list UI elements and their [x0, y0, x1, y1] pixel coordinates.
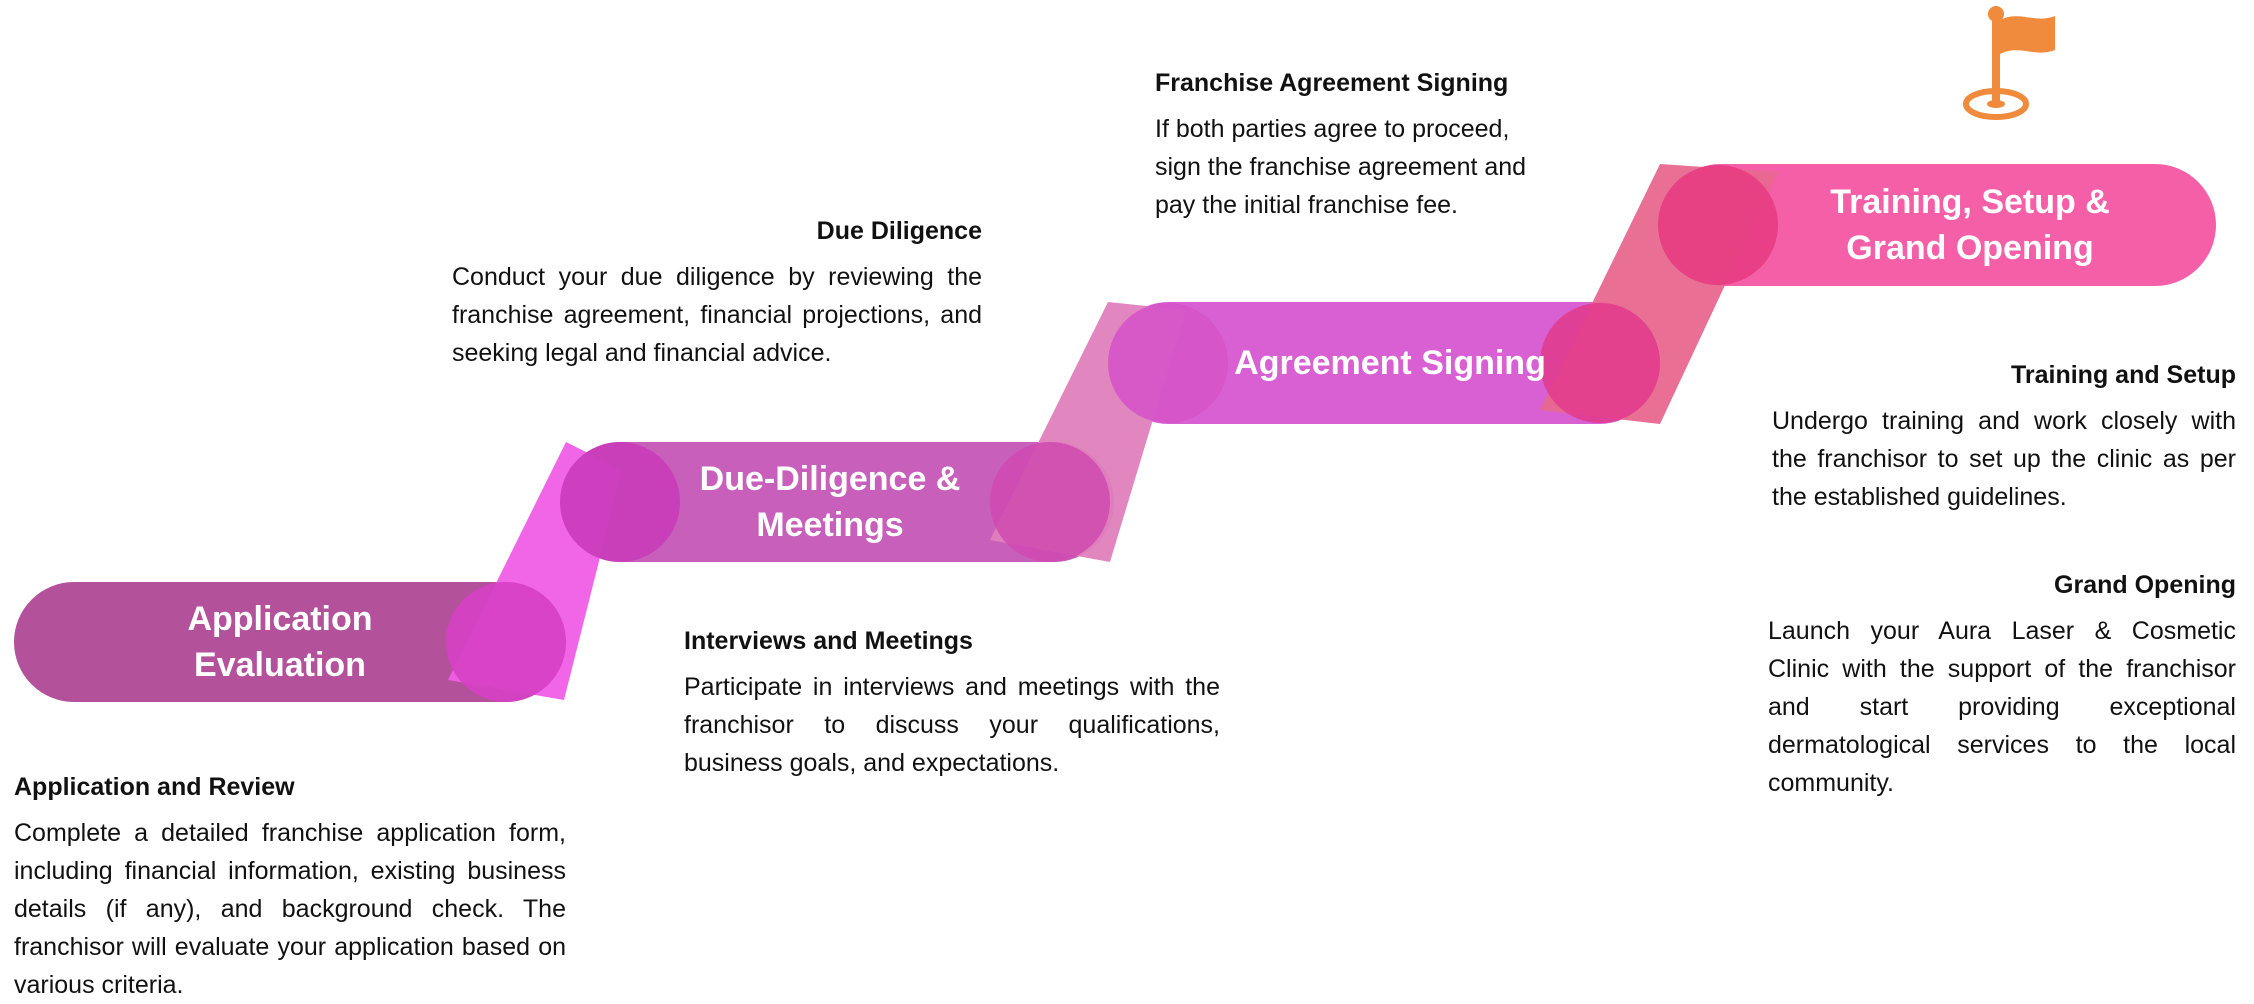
training-setup-heading: Training and Setup	[2010, 361, 2236, 389]
due-diligence-block: Due Diligence Conduct your due diligence…	[452, 214, 982, 372]
flag-icon	[1963, 6, 2055, 120]
step-4-line1: Training, Setup &	[1830, 183, 2110, 221]
grand-opening-block: Grand Opening Launch your Aura Laser & C…	[1768, 568, 2236, 802]
step-3-line1: Agreement Signing	[1234, 344, 1546, 382]
application-review-block: Application and Review Complete a detail…	[14, 770, 566, 1004]
step-1-line2: Evaluation	[194, 646, 366, 684]
node-3	[990, 442, 1110, 562]
interviews-body: Participate in interviews and meetings w…	[684, 673, 1220, 777]
application-review-heading: Application and Review	[14, 773, 295, 801]
step-2-pill	[560, 442, 1114, 562]
application-review-body: Complete a detailed franchise applicatio…	[14, 819, 566, 999]
agreement-signing-body: If both parties agree to proceed, sign t…	[1155, 115, 1527, 219]
training-setup-body: Undergo training and work closely with t…	[1772, 407, 2236, 511]
step-4-label: Training, Setup & Grand Opening	[1760, 164, 2180, 286]
step-1-pill	[14, 582, 566, 702]
due-diligence-heading: Due Diligence	[816, 217, 982, 245]
grand-opening-heading: Grand Opening	[2054, 571, 2236, 599]
node-1	[446, 582, 566, 702]
step-2-line1: Due-Diligence &	[699, 460, 961, 498]
due-diligence-body: Conduct your due diligence by reviewing …	[452, 263, 982, 367]
agreement-signing-heading: Franchise Agreement Signing	[1155, 69, 1509, 97]
step-2-label: Due-Diligence & Meetings	[620, 442, 1040, 562]
step-4-line2: Grand Opening	[1846, 229, 2094, 267]
node-4	[1108, 303, 1228, 423]
step-1-line1: Application	[187, 600, 373, 638]
step-3-label: Agreement Signing	[1200, 302, 1580, 424]
training-setup-block: Training and Setup Undergo training and …	[1772, 358, 2236, 516]
interviews-block: Interviews and Meetings Participate in i…	[684, 624, 1220, 782]
node-6	[1658, 165, 1778, 285]
agreement-signing-block: Franchise Agreement Signing If both part…	[1155, 66, 1555, 224]
step-2-line2: Meetings	[756, 506, 904, 544]
node-2	[560, 442, 680, 562]
interviews-heading: Interviews and Meetings	[684, 627, 973, 655]
step-4-pill	[1660, 164, 2216, 286]
step-3-pill	[1108, 302, 1660, 424]
node-5	[1540, 303, 1660, 423]
grand-opening-body: Launch your Aura Laser & Cosmetic Clinic…	[1768, 617, 2236, 797]
